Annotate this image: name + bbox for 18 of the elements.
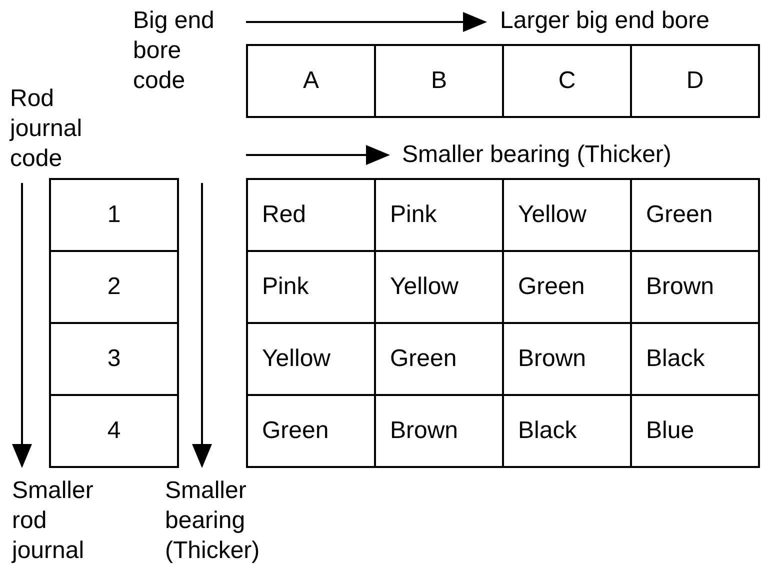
table-cell: Blue xyxy=(630,394,760,468)
header-cell: D xyxy=(630,44,760,118)
header-cell: B xyxy=(374,44,504,118)
table-cell: 2 xyxy=(49,250,179,324)
header-cell: C xyxy=(502,44,632,118)
table-cell: Green xyxy=(630,178,760,252)
table-cell: Green xyxy=(246,394,376,468)
header-cell: A xyxy=(246,44,376,118)
axis-caption: Rod journal code xyxy=(10,84,84,174)
axis-caption: Smaller bearing (Thicker) xyxy=(402,140,672,170)
table-cell: 3 xyxy=(49,322,179,396)
axis-caption: Big end bore code xyxy=(133,6,216,96)
axis-caption: Larger big end bore xyxy=(500,6,710,36)
axis-caption: Smaller bearing (Thicker) xyxy=(165,476,261,566)
table-cell: 4 xyxy=(49,394,179,468)
table-cell: Red xyxy=(246,178,376,252)
table-cell: 1 xyxy=(49,178,179,252)
axis-caption: Smaller rod journal xyxy=(12,476,94,566)
